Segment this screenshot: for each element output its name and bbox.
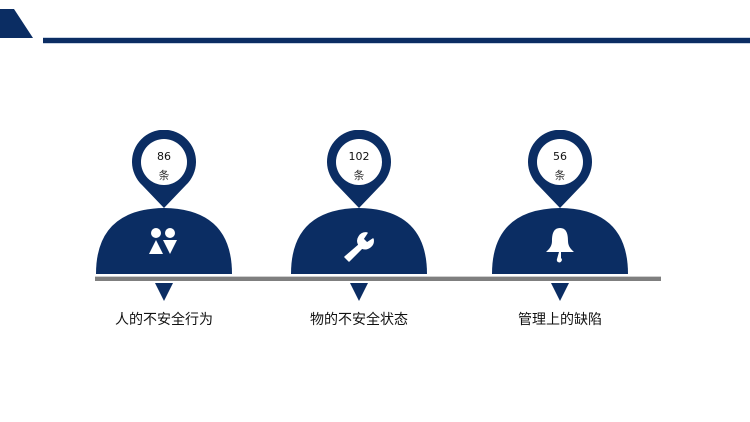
count-value: 56 xyxy=(553,150,567,163)
category-equipment: 102 条 物的不安全状态 xyxy=(289,130,429,330)
count-unit: 条 xyxy=(353,169,365,182)
category-label: 管理上的缺陷 xyxy=(518,312,602,328)
timeline-baseline xyxy=(95,276,661,281)
corner-trapezoid xyxy=(0,9,33,38)
wrench-icon xyxy=(344,232,374,262)
count-badge: 102 条 xyxy=(339,150,379,183)
category-people: 86 条 人的不安全行为 xyxy=(94,130,234,330)
people-icon xyxy=(149,228,177,254)
count-unit: 条 xyxy=(158,169,170,182)
count-badge: 56 条 xyxy=(540,150,580,183)
count-value: 86 xyxy=(157,150,171,163)
category-label: 物的不安全状态 xyxy=(310,312,408,328)
count-value: 102 xyxy=(348,150,370,163)
count-badge: 86 条 xyxy=(144,150,184,183)
bell-icon xyxy=(546,228,574,263)
count-unit: 条 xyxy=(554,169,566,182)
category-label: 人的不安全行为 xyxy=(115,312,213,328)
header-rule xyxy=(43,37,750,44)
category-management: 56 条 管理上的缺陷 xyxy=(490,130,630,330)
